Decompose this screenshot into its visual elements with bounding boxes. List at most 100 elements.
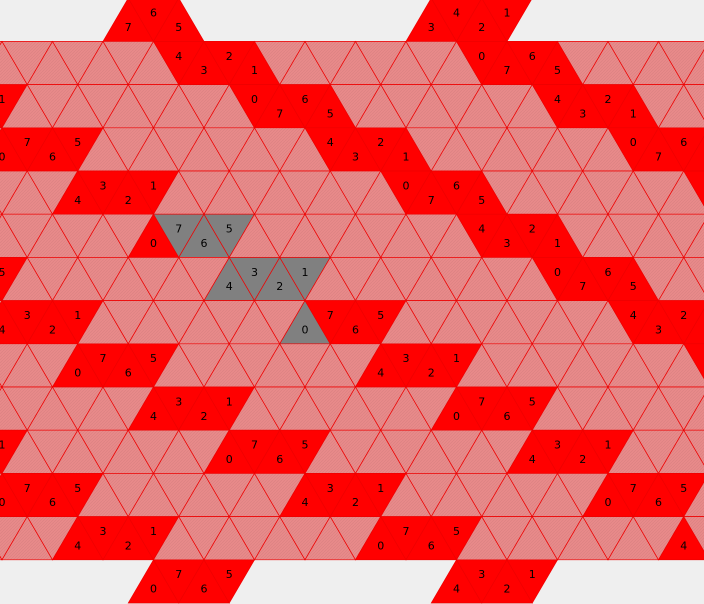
tile-number: 2 [680, 309, 687, 322]
tile-number: 4 [302, 496, 309, 509]
tile-number: 2 [125, 194, 132, 207]
tile-number: 3 [24, 309, 31, 322]
tile-number: 5 [529, 395, 536, 408]
tile-number: 6 [201, 237, 208, 250]
tile-number: 6 [680, 136, 687, 149]
tile-number: 7 [428, 194, 435, 207]
tile-number: 4 [680, 539, 687, 552]
tile-number: 5 [74, 482, 81, 495]
tile-number: 2 [579, 453, 586, 466]
tile-number: 2 [49, 323, 56, 336]
tile-number: 0 [251, 93, 258, 106]
tile-number: 0 [478, 50, 485, 63]
tile[interactable] [683, 387, 704, 431]
tile-number: 7 [276, 107, 283, 120]
tile-number: 3 [655, 323, 662, 336]
tile-number: 1 [0, 439, 6, 452]
tile-number: 7 [403, 525, 410, 538]
tile-red[interactable] [683, 301, 704, 345]
tile-number: 3 [201, 64, 208, 77]
tile-number: 7 [478, 395, 485, 408]
tile-number: 1 [605, 439, 612, 452]
tile[interactable] [683, 41, 704, 85]
tile-number: 2 [377, 136, 384, 149]
tile-red[interactable] [683, 128, 704, 172]
tile-number: 3 [554, 439, 561, 452]
tile-number: 5 [302, 439, 309, 452]
tile-number: 2 [428, 367, 435, 380]
tile-number: 5 [453, 525, 460, 538]
tile-number: 6 [655, 496, 662, 509]
tile-number: 1 [0, 93, 6, 106]
tile-number: 5 [226, 223, 233, 236]
tile-number: 5 [175, 21, 182, 34]
tile-number: 4 [150, 410, 157, 423]
tile-number: 0 [150, 237, 157, 250]
tile-red[interactable] [203, 559, 256, 604]
tile[interactable] [683, 429, 704, 473]
tile[interactable] [683, 214, 704, 258]
tile-number: 5 [554, 64, 561, 77]
tile-number: 0 [0, 496, 6, 509]
tile-number: 3 [100, 179, 107, 192]
tile-number: 5 [630, 280, 637, 293]
tile-number: 0 [377, 539, 384, 552]
tile-number: 3 [504, 237, 511, 250]
tile-number: 6 [49, 151, 56, 164]
tile-number: 0 [226, 453, 233, 466]
tile-number: 2 [226, 50, 233, 63]
tile-number: 3 [478, 568, 485, 581]
tile-number: 4 [327, 136, 334, 149]
tile-number: 1 [251, 64, 258, 77]
tile-number: 7 [327, 309, 334, 322]
tile-number: 6 [150, 7, 157, 20]
tile-number: 6 [125, 367, 132, 380]
tile[interactable] [683, 473, 704, 517]
tile-number: 3 [175, 395, 182, 408]
tile-number: 6 [302, 93, 309, 106]
tile-red[interactable] [482, 0, 533, 43]
tile-number: 7 [125, 21, 132, 34]
tile[interactable] [683, 516, 704, 560]
tile-number: 2 [504, 583, 511, 596]
tile-number: 5 [74, 136, 81, 149]
tile-number: 2 [125, 539, 132, 552]
tile-number: 7 [504, 64, 511, 77]
tile-number: 4 [453, 7, 460, 20]
tile-number: 6 [453, 179, 460, 192]
tile-number: 3 [428, 21, 435, 34]
tile-number: 5 [327, 107, 334, 120]
tile[interactable] [683, 84, 704, 128]
tile[interactable] [683, 257, 704, 300]
tile-number: 1 [302, 266, 309, 279]
tile[interactable] [0, 41, 3, 84]
tile-number: 5 [478, 194, 485, 207]
tile-number: 1 [403, 151, 410, 164]
tile-red[interactable] [683, 170, 704, 214]
tile-number: 2 [529, 223, 536, 236]
tile-number: 5 [377, 309, 384, 322]
tile-number: 6 [276, 453, 283, 466]
tile-number: 1 [453, 352, 460, 365]
tile-red[interactable] [683, 343, 704, 387]
tile-number: 0 [605, 496, 612, 509]
tile-number: 0 [0, 151, 6, 164]
tile-number: 4 [478, 223, 485, 236]
tile-number: 1 [226, 395, 233, 408]
tile-number: 4 [74, 194, 81, 207]
tile-number: 7 [579, 280, 586, 293]
tile-number: 1 [74, 309, 81, 322]
tile-number: 3 [251, 266, 258, 279]
tile-number: 7 [100, 352, 107, 365]
tile-number: 1 [529, 568, 536, 581]
tile-red[interactable] [0, 85, 3, 129]
tile-red[interactable] [506, 559, 559, 604]
tile-number: 6 [529, 50, 536, 63]
tile-number: 1 [630, 107, 637, 120]
tile-number: 0 [302, 323, 309, 336]
tile-number: 0 [453, 410, 460, 423]
tile-number: 1 [377, 482, 384, 495]
tile-number: 6 [352, 323, 359, 336]
tile-number: 2 [352, 496, 359, 509]
